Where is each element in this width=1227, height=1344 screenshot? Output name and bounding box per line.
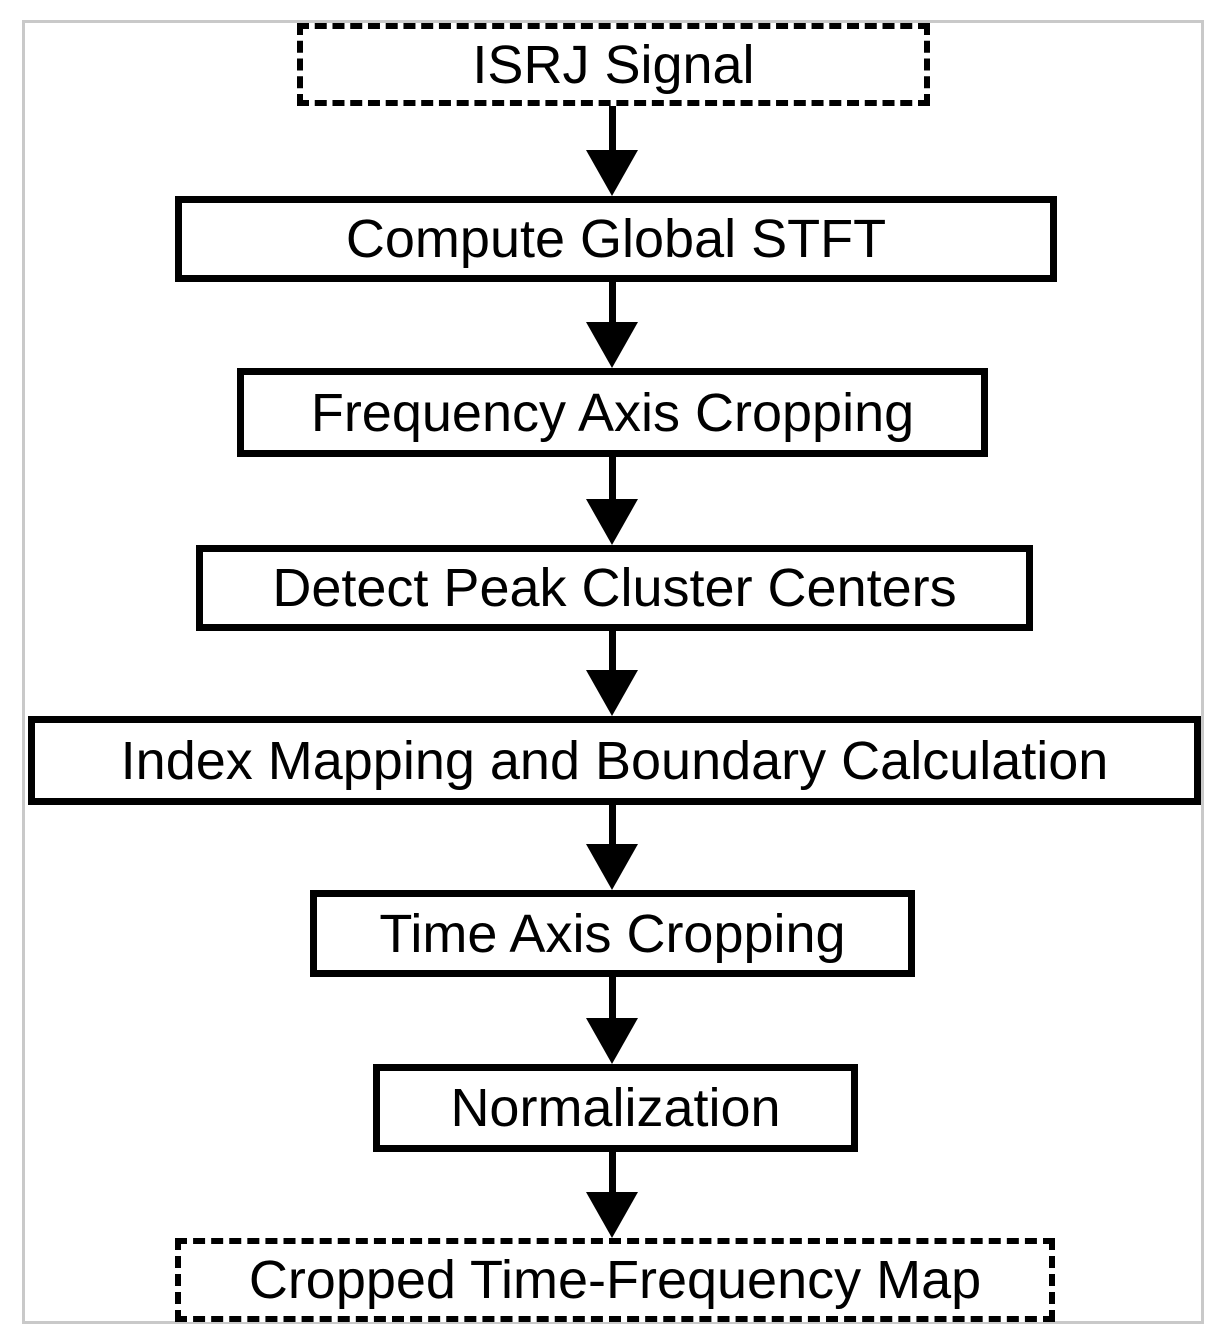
node-normalization: Normalization xyxy=(373,1064,858,1152)
arrow-normalization-to-cropped-time-frequency-map xyxy=(586,1152,638,1238)
arrow-shaft xyxy=(608,805,616,844)
node-index-mapping-and-boundary-calculation: Index Mapping and Boundary Calculation xyxy=(28,716,1201,805)
arrow-head-icon xyxy=(586,499,638,545)
arrow-head-icon xyxy=(586,1018,638,1064)
arrow-head-icon xyxy=(586,150,638,196)
arrow-shaft xyxy=(608,457,616,499)
arrow-shaft xyxy=(608,106,616,150)
arrow-shaft xyxy=(608,282,616,322)
arrow-detect-peak-cluster-centers-to-index-mapping xyxy=(586,631,638,716)
arrow-head-icon xyxy=(586,844,638,890)
arrow-head-icon xyxy=(586,322,638,368)
arrow-shaft xyxy=(608,631,616,670)
node-cropped-time-frequency-map: Cropped Time-Frequency Map xyxy=(175,1238,1055,1322)
node-compute-global-stft: Compute Global STFT xyxy=(175,196,1057,282)
arrow-head-icon xyxy=(586,670,638,716)
node-detect-peak-cluster-centers: Detect Peak Cluster Centers xyxy=(196,545,1033,631)
node-isrj-signal: ISRJ Signal xyxy=(297,23,930,106)
arrow-compute-global-stft-to-frequency-axis-cropping xyxy=(586,282,638,368)
arrow-head-icon xyxy=(586,1192,638,1238)
arrow-shaft xyxy=(608,1152,616,1192)
arrow-isrj-signal-to-compute-global-stft xyxy=(586,106,638,196)
arrow-time-axis-cropping-to-normalization xyxy=(586,977,638,1064)
arrow-frequency-axis-cropping-to-detect-peak-cluster-centers xyxy=(586,457,638,545)
arrow-shaft xyxy=(608,977,616,1018)
node-frequency-axis-cropping: Frequency Axis Cropping xyxy=(237,368,988,457)
node-time-axis-cropping: Time Axis Cropping xyxy=(310,890,915,977)
arrow-index-mapping-to-time-axis-cropping xyxy=(586,805,638,890)
